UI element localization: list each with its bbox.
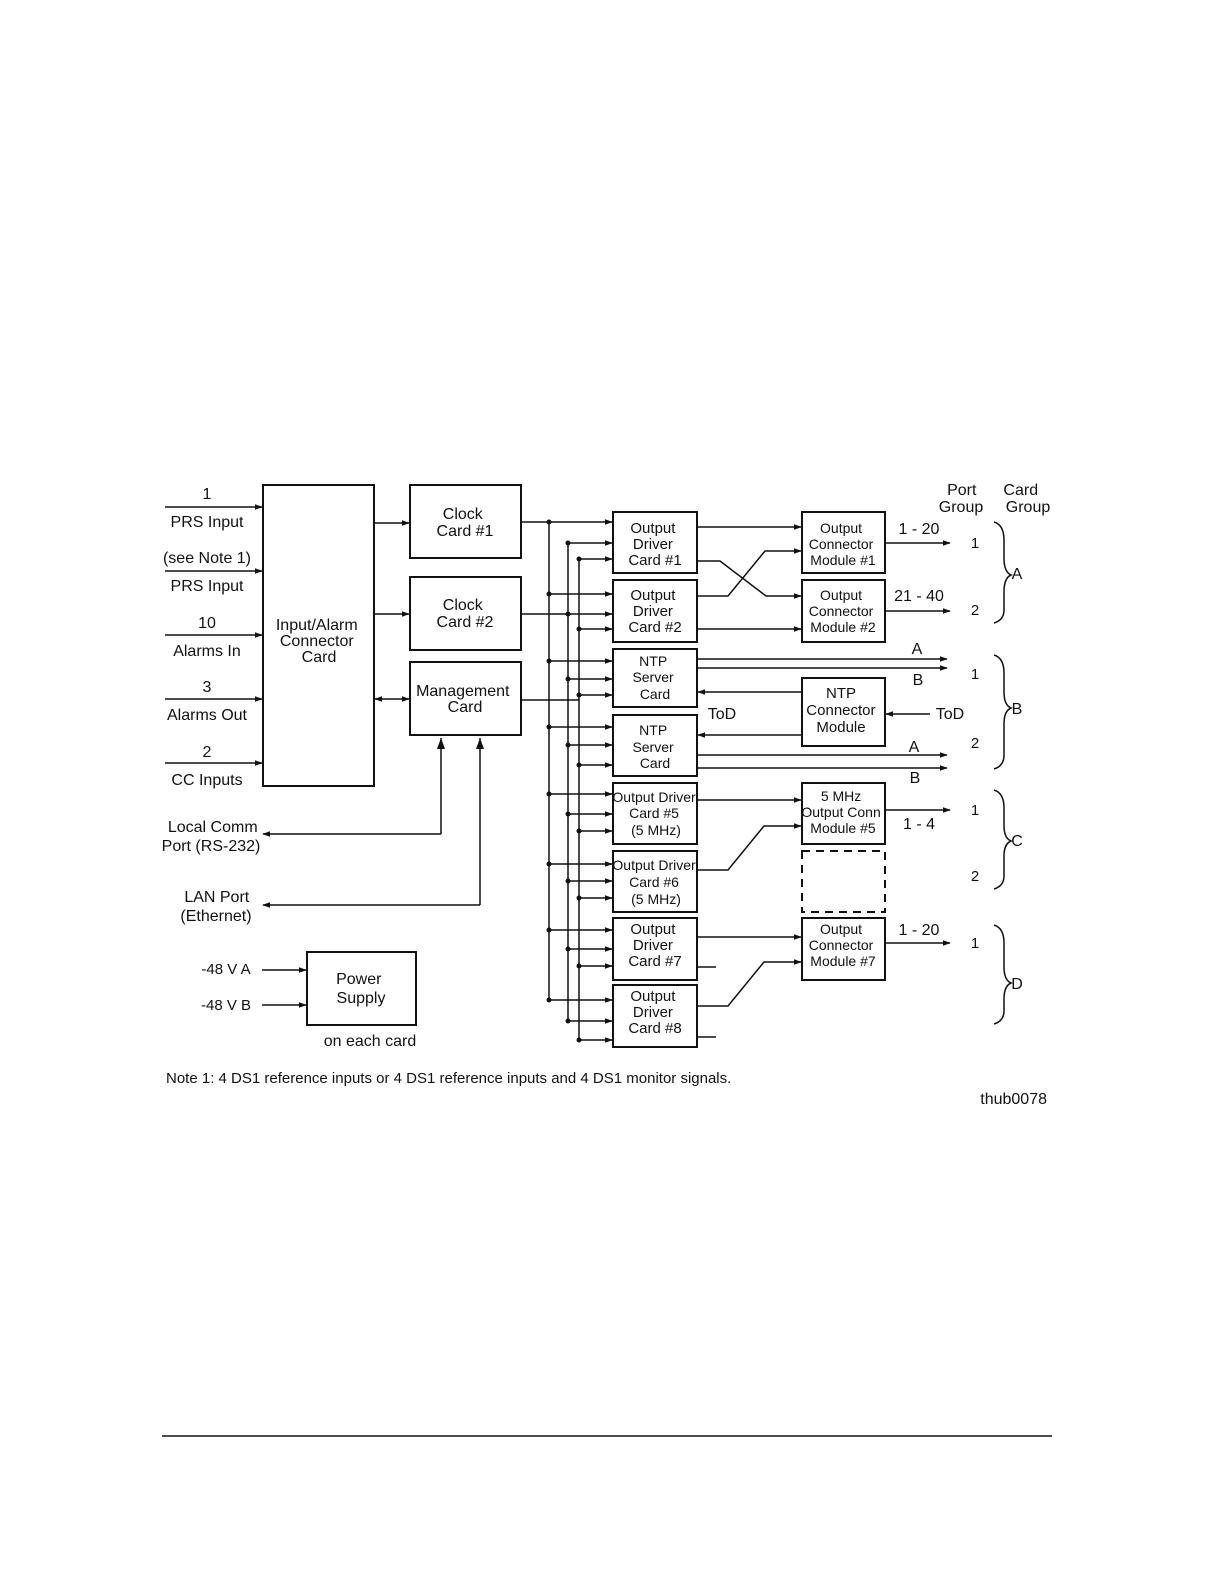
ntp-server-card-a-label: NTP Server Card [632,653,677,702]
input-alarm-title: Input/Alarm Connector Card [276,617,362,666]
port-number: 2 [971,602,979,619]
power-supply [306,951,417,1026]
card-group-a: A [1012,566,1023,583]
empty-module-slot [801,850,886,913]
ntp-server-card-b-label: NTP Server Card [632,722,677,771]
output-connector-module-2 [801,579,886,643]
output-driver-card-2-label: Output Driver Card #2 [628,587,681,636]
prs1-label: PRS Input [171,514,244,531]
clock-card-2-label: Clock Card #2 [437,597,494,631]
port-number: 2 [971,868,979,885]
output-driver-card-7-label: Output Driver Card #7 [628,921,681,970]
output-connector-module-2-label: Output Connector Module #2 [809,587,877,635]
group-braces [993,521,1013,1025]
ntp-server-card-a [612,648,698,708]
output-driver-card-8-label: Output Driver Card #8 [628,988,681,1037]
ntp-connector-module-label: NTP Connector Module [806,685,879,736]
figure-note: Note 1: 4 DS1 reference inputs or 4 DS1 … [166,1070,731,1087]
port-group-header: Port Group [939,482,984,516]
tod-left-label: ToD [708,706,736,723]
tod-right-label: ToD [936,706,964,723]
signal-a-top: A [912,641,923,658]
output-connector-module-7-label: Output Connector Module #7 [809,921,877,969]
distribution-buses [521,521,580,1040]
v48a-label: -48 V A [201,961,250,978]
signal-a-bottom: A [909,739,920,756]
card-group-b: B [1012,701,1023,718]
signal-b-top: B [913,672,924,689]
ntp-connector-module [801,677,886,747]
range-label-1-20: 1 - 20 [899,521,940,538]
ntp-server-card-b [612,714,698,777]
alarms-in-label: Alarms In [173,643,241,660]
clock-card-1 [409,484,522,559]
card-group-c: C [1011,833,1023,850]
management-card [409,661,522,736]
output-driver-card-1 [612,511,698,574]
cc-number: 2 [203,744,212,761]
output-driver-card-7 [612,917,698,981]
prs2-label: PRS Input [171,578,244,595]
bus-taps [549,519,613,1043]
output-driver-card-8 [612,984,698,1048]
five-mhz-output-conn-module [801,782,886,845]
left-input-lines [165,504,263,766]
v48b-label: -48 V B [201,997,251,1014]
input-alarm-connector-card [262,484,375,787]
prs1-number: 1 [203,486,212,503]
local-comm-label: Local Comm Port (RS-232) [162,819,262,855]
alarms-in-number: 10 [198,615,216,632]
port-number: 1 [971,802,979,819]
clock-card-2 [409,576,522,651]
output-driver-card-2 [612,579,698,643]
see-note-label: (see Note 1) [163,550,251,567]
output-driver-card-6-label: Output Driver Card #6 (5 MHz) [612,857,699,907]
output-connector-module-1-label: Output Connector Module #1 [809,520,877,568]
output-connector-module-7 [801,917,886,981]
clock-card-1-label: Clock Card #1 [437,506,494,540]
port-number: 1 [971,535,979,552]
power-supply-label: Power Supply [336,971,386,1007]
cc-label: CC Inputs [171,772,242,789]
lan-port-label: LAN Port (Ethernet) [180,889,253,925]
output-driver-card-6 [612,850,698,913]
range-label-1-20-d: 1 - 20 [899,922,940,939]
output-driver-card-5 [612,782,698,845]
alarms-out-label: Alarms Out [167,707,248,724]
range-label-1-4: 1 - 4 [903,816,935,833]
five-mhz-output-conn-module-label: 5 MHz Output Conn Module #5 [801,788,884,836]
card-group-header: Card Group [1003,482,1050,516]
port-number: 1 [971,666,979,683]
port-number: 2 [971,735,979,752]
signal-b-bottom: B [910,770,921,787]
management-card-label: Management Card [416,683,514,716]
output-driver-card-1-label: Output Driver Card #1 [628,520,681,569]
alarms-out-number: 3 [203,679,212,696]
bus-junctions [546,519,582,1043]
range-label-21-40: 21 - 40 [894,588,944,605]
port-number: 1 [971,935,979,952]
power-note: on each card [324,1033,417,1050]
output-driver-card-5-label: Output Driver Card #5 (5 MHz) [612,789,699,838]
card-group-d: D [1011,976,1023,993]
driver-connector-wiring [697,524,951,1038]
figure-id: thub0078 [980,1091,1047,1108]
